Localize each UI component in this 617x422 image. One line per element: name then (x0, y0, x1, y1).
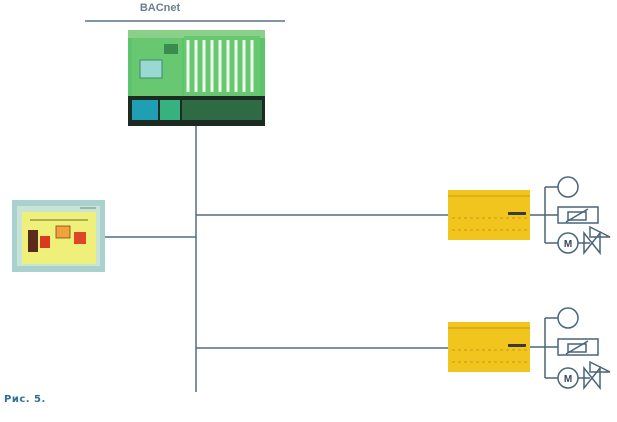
sensor-icon (557, 176, 579, 198)
touch-panel (12, 200, 105, 272)
valve-icon (583, 360, 611, 391)
motor-label-2: M (564, 374, 572, 385)
figure-caption: Рис. 5. (4, 394, 46, 405)
plc-controller (128, 30, 265, 126)
valve-icon (583, 225, 611, 256)
io-module-2 (448, 322, 530, 372)
io-module-1 (448, 190, 530, 240)
field-devices-1 (530, 176, 611, 256)
motor-label-1: M (564, 239, 572, 250)
damper-icon (557, 338, 599, 356)
field-devices-2 (530, 307, 611, 391)
sensor-icon (557, 307, 579, 329)
damper-icon (557, 206, 599, 224)
bacnet-label: BACnet (139, 2, 181, 14)
